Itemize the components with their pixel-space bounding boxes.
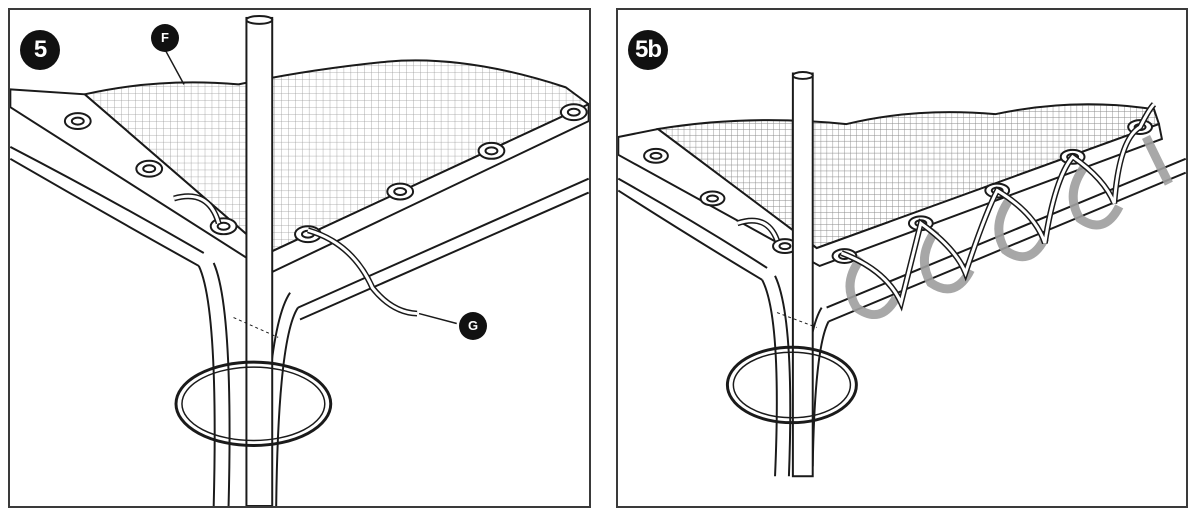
frame-pole: [245, 16, 274, 506]
step-number-badge: 5: [20, 30, 60, 70]
callout-g: G: [459, 312, 487, 340]
step-5-panel: 5 F G: [8, 8, 591, 508]
ring: [174, 360, 333, 447]
net-border: [10, 88, 589, 275]
ring: [725, 345, 858, 425]
step-5b-illustration: [618, 71, 1186, 478]
step-5b-panel: 5b: [616, 8, 1188, 508]
grommet: [63, 103, 588, 244]
mesh-net: [82, 59, 589, 255]
callout-f: F: [151, 24, 179, 52]
step-5-illustration: [10, 14, 589, 506]
motion-arrow: [845, 135, 1173, 320]
net-border: [618, 122, 1164, 268]
step-number-badge: 5b: [628, 30, 668, 70]
mesh-net: [655, 103, 1161, 250]
